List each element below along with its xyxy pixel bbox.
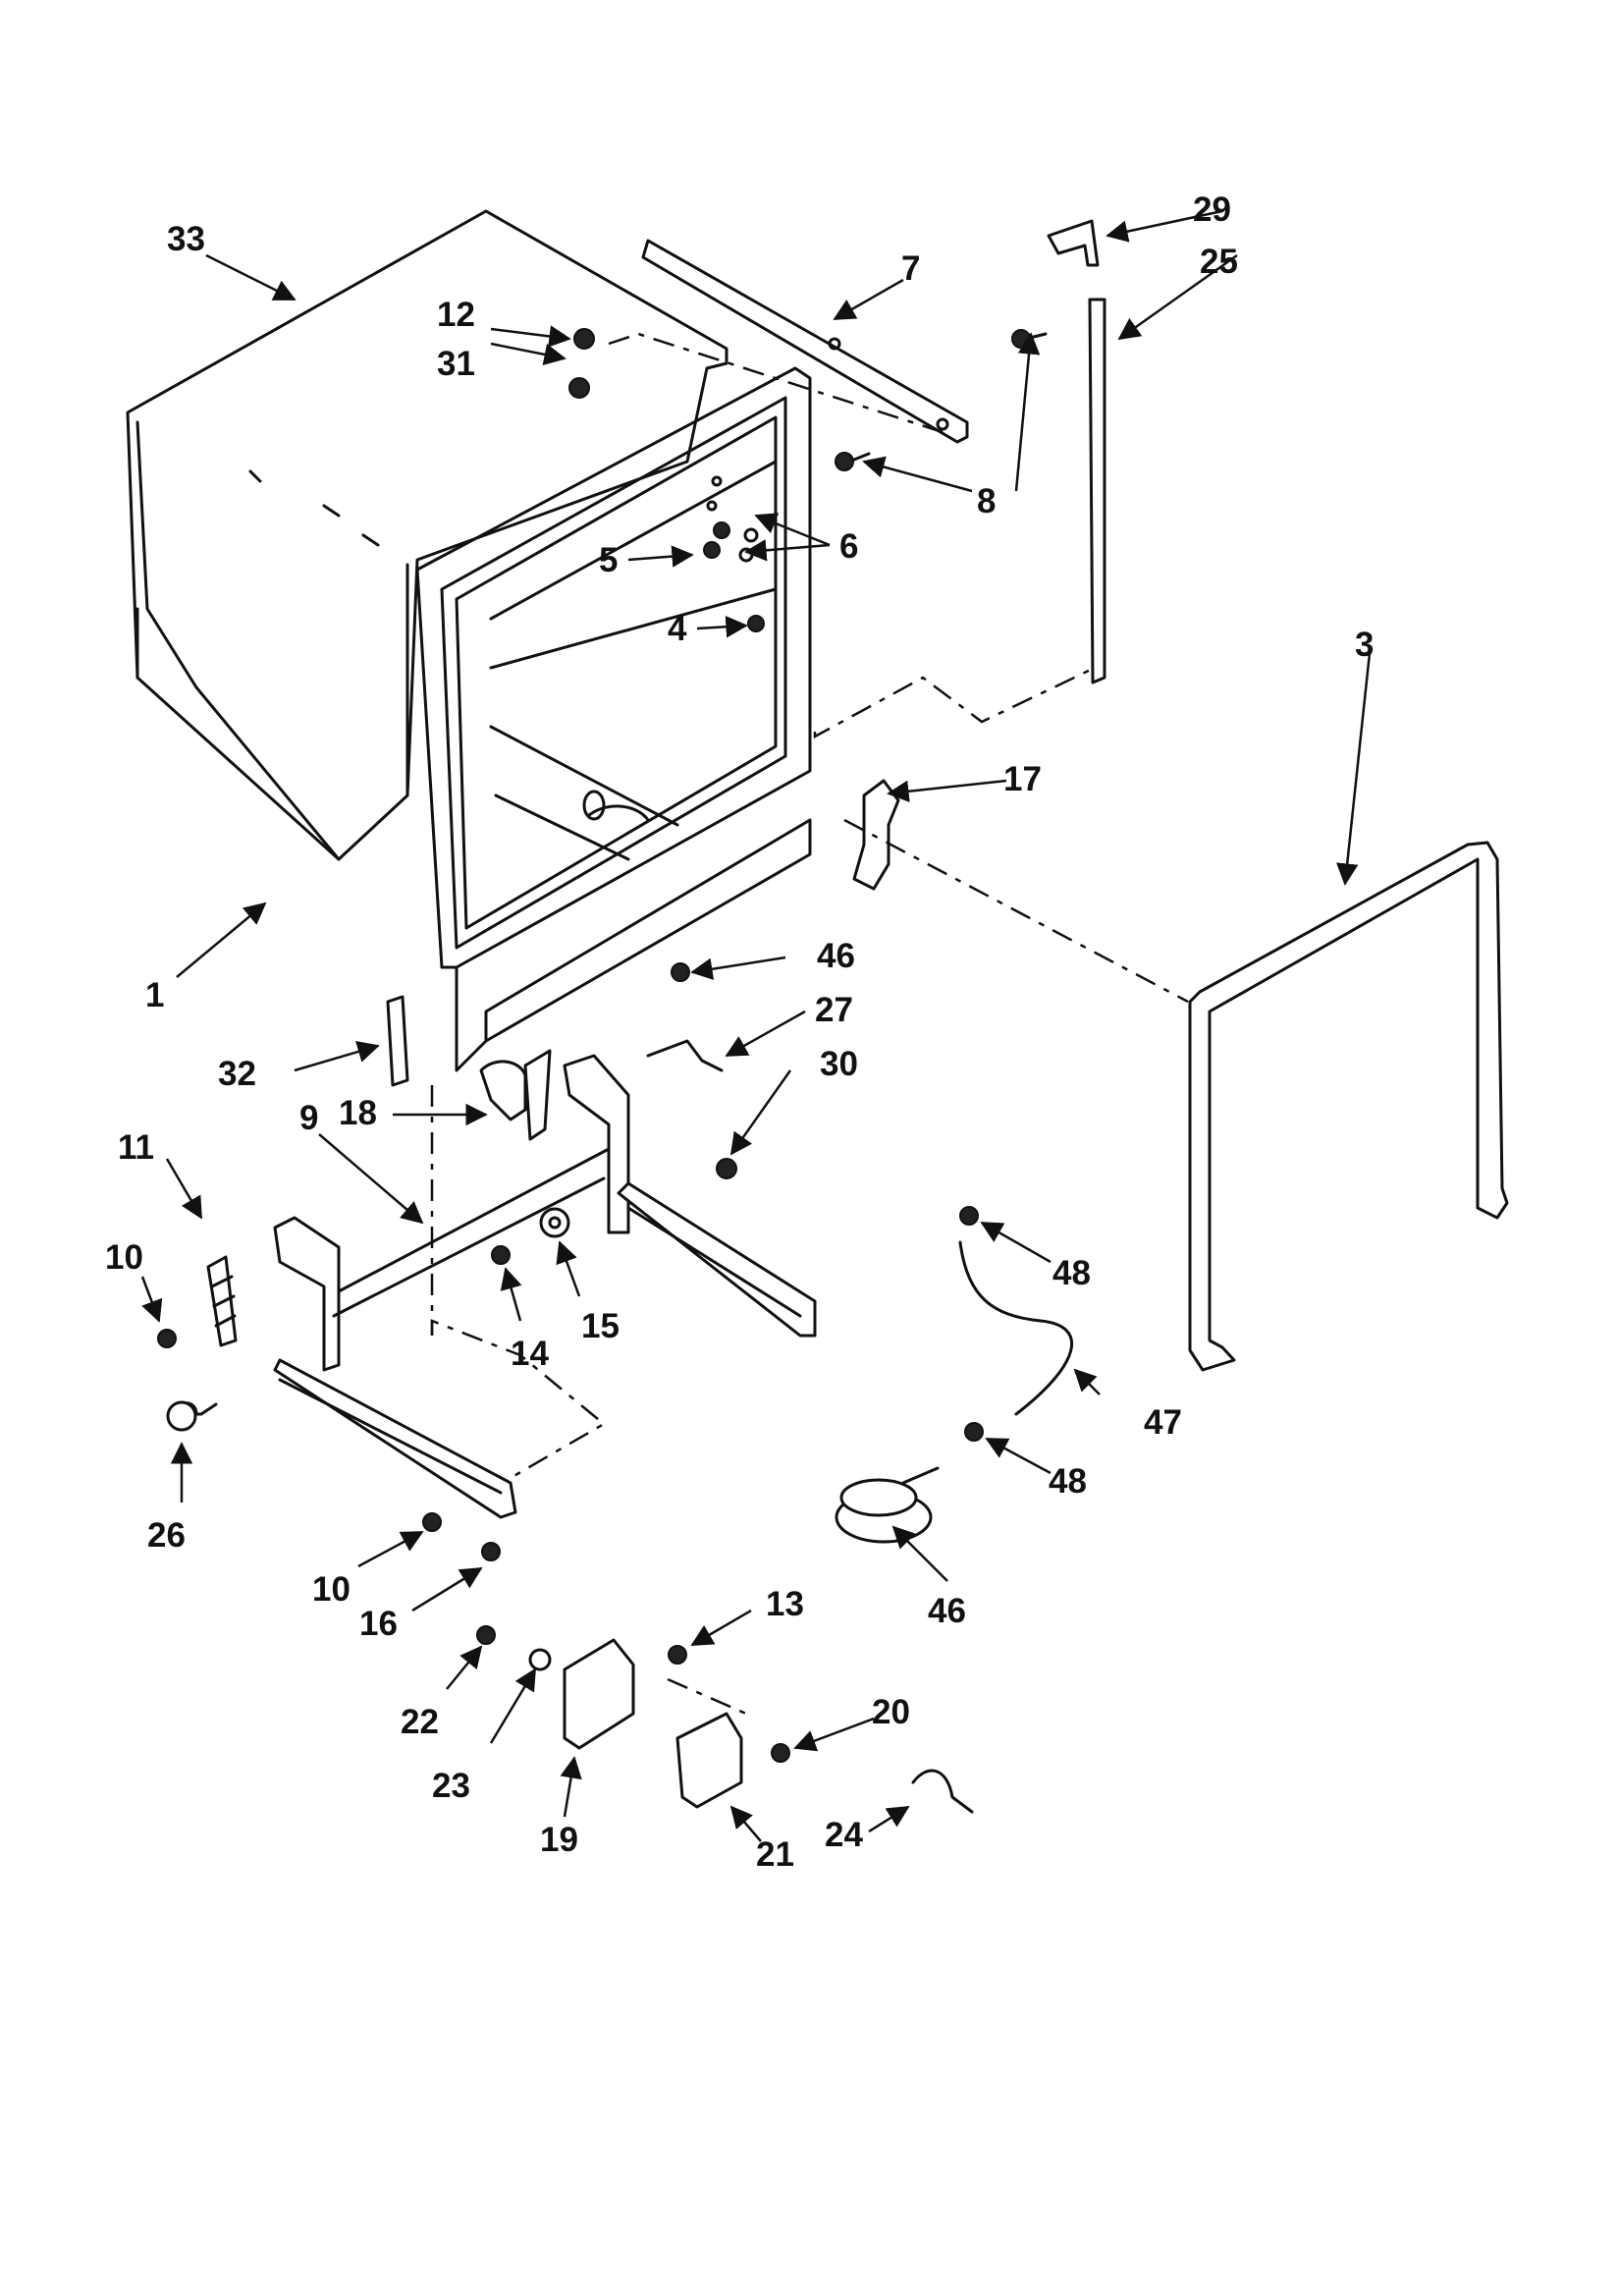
cap-part-27 — [1047, 219, 1100, 267]
bracket-part-18 — [479, 1049, 552, 1141]
bracket-part-11 — [206, 1255, 238, 1347]
callout-1: 1 — [145, 976, 164, 1014]
callout-32: 32 — [218, 1055, 256, 1093]
tub-insulation-part-1-28 — [126, 209, 728, 861]
callout-28: 33 — [167, 220, 205, 258]
callout-4: 4 — [668, 610, 687, 648]
screws — [157, 328, 1048, 1763]
callout-27: 29 — [1193, 191, 1231, 229]
tub-front-frame — [415, 366, 812, 1072]
foot-part-30 — [716, 1158, 737, 1179]
bracket-part-17 — [852, 779, 900, 891]
callout-6: 6 — [839, 527, 858, 566]
washer-part-23 — [528, 1648, 552, 1671]
callout-33: 46 — [817, 937, 855, 975]
pressure-switch-part-46 — [835, 1466, 940, 1544]
callout-16: 16 — [359, 1605, 398, 1643]
alignment-lines — [430, 332, 1189, 1716]
callout-23: 23 — [432, 1767, 470, 1805]
callout-24: 24 — [825, 1816, 863, 1854]
callout-13: 13 — [766, 1585, 804, 1623]
callout-46: 46 — [928, 1592, 966, 1630]
callout-18: 18 — [339, 1094, 377, 1132]
callout-8: 8 — [977, 482, 996, 520]
top-rail-part-7 — [641, 239, 969, 444]
bracket-part-29 — [646, 1039, 724, 1072]
callout-labels: 33 12 31 7 29 25 8 5 6 4 3 17 1 46 27 30… — [105, 191, 1374, 1874]
callout-12: 12 — [437, 296, 475, 334]
callout-19: 19 — [540, 1821, 578, 1859]
callout-30: 30 — [820, 1045, 858, 1083]
door-gasket-part-3 — [1188, 841, 1509, 1372]
leader-arrows — [140, 209, 1372, 1842]
callout-17: 17 — [1003, 760, 1042, 798]
callout-48-bottom: 48 — [1049, 1462, 1087, 1501]
strip-part-32 — [386, 995, 409, 1087]
callout-21: 21 — [756, 1835, 794, 1874]
clip-part-24 — [911, 1769, 974, 1814]
callout-10-top: 10 — [105, 1238, 143, 1277]
callout-47: 47 — [1144, 1403, 1182, 1442]
callout-9: 9 — [299, 1099, 318, 1137]
callout-11: 11 — [118, 1128, 154, 1167]
callout-15: 15 — [581, 1307, 620, 1345]
callout-25: 25 — [1200, 243, 1238, 281]
callout-48-top: 48 — [1052, 1254, 1091, 1292]
callout-7: 7 — [901, 249, 920, 288]
base-frame-assembly — [273, 1054, 817, 1519]
hose-part-47 — [958, 1240, 1074, 1416]
callout-22: 22 — [401, 1703, 439, 1741]
callout-20: 20 — [872, 1693, 910, 1731]
callout-3: 3 — [1355, 626, 1374, 664]
callout-14: 14 — [511, 1335, 549, 1373]
side-strip-part-25 — [1088, 298, 1106, 684]
callout-31-main: 31 — [437, 345, 475, 383]
bracket-part-19 — [563, 1638, 635, 1750]
bracket-part-21 — [675, 1712, 743, 1809]
callout-29: 27 — [815, 991, 853, 1029]
callout-26: 26 — [147, 1516, 186, 1555]
callout-5: 5 — [599, 541, 618, 579]
callout-10-bottom: 10 — [312, 1570, 351, 1609]
